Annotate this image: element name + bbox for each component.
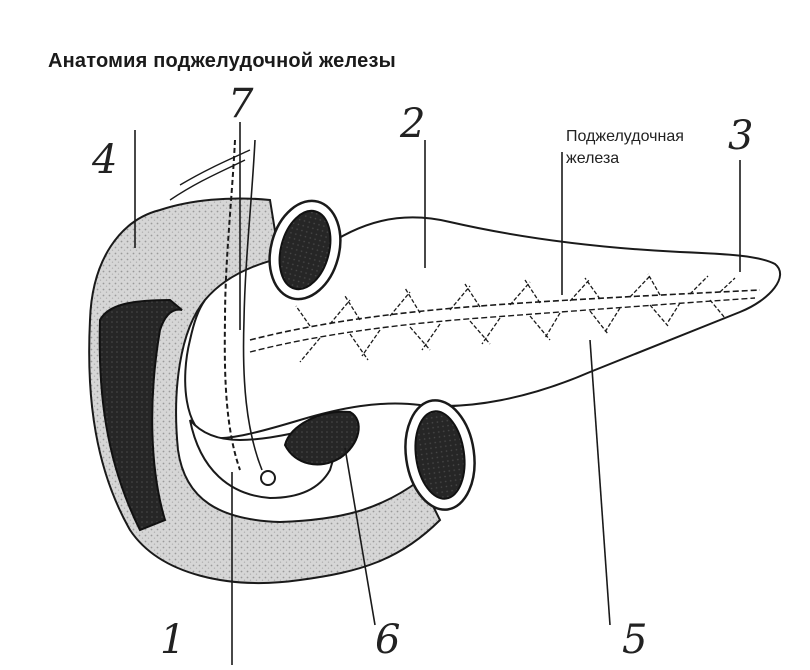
label-number-7: 7 <box>228 81 254 127</box>
main-pancreatic-duct-lower <box>249 297 756 353</box>
duodenum-lumen <box>98 298 183 532</box>
duct-branches <box>295 273 736 363</box>
vessel-ring-lower <box>404 399 476 511</box>
bile-duct <box>223 139 241 471</box>
label-number-3: 3 <box>728 113 754 159</box>
leader-lines <box>134 122 741 665</box>
gland-caption: Поджелудочная железа <box>566 126 684 170</box>
label-number-5: 5 <box>622 617 648 663</box>
gland-caption-line1: Поджелудочная <box>566 128 684 145</box>
gland-caption-line2: железа <box>566 150 620 167</box>
duodenal-papilla <box>260 470 276 486</box>
leader-line-5 <box>589 339 611 626</box>
vessel-ring-upper <box>268 199 342 301</box>
leader-line-6 <box>344 447 376 626</box>
label-number-6: 6 <box>375 617 401 663</box>
bile-duct-wall <box>242 139 263 471</box>
main-pancreatic-duct <box>249 289 761 341</box>
diagram-title: Анатомия поджелудочной железы <box>48 50 396 72</box>
label-number-1: 1 <box>160 617 186 663</box>
accessory-duct-region <box>283 410 360 466</box>
label-number-4: 4 <box>92 137 118 183</box>
vessel-strands <box>169 149 251 201</box>
label-number-2: 2 <box>400 101 426 147</box>
